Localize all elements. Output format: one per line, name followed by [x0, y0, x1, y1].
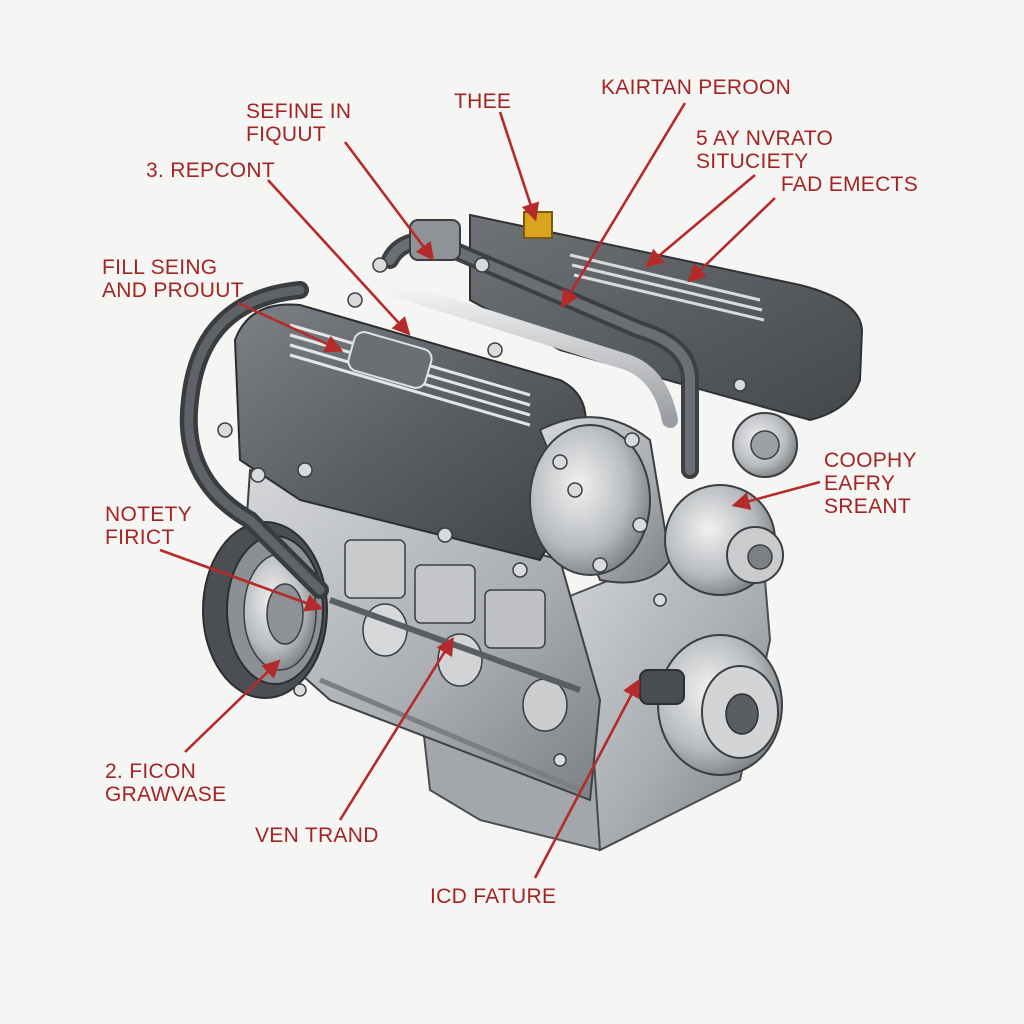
label-line: THEE	[454, 90, 512, 113]
label-fill-seing: FILL SEING AND PROUUT	[102, 256, 244, 302]
label-repcont: 3. REPCONT	[146, 159, 275, 182]
label-line: COOPHY	[824, 449, 917, 472]
label-line: 3. REPCONT	[146, 159, 276, 182]
label-line: SITUCIETY	[696, 150, 809, 173]
label-nvrato: 5 AY NVRATO SITUCIETY FAD EMECTS	[690, 127, 918, 196]
label-icd-fature: ICD FATURE	[430, 885, 556, 908]
label-ficon: 2. FICON GRAWVASE	[105, 760, 226, 806]
label-line: NOTETY	[105, 503, 192, 526]
label-line: EAFRY	[824, 472, 896, 495]
label-sefine-in: SEFINE IN FIQUUT	[246, 100, 351, 146]
label-ven-trand: VEN TRAND	[255, 824, 379, 847]
label-line: FIRICT	[105, 526, 175, 549]
label-line: SEFINE IN	[246, 100, 352, 123]
label-notety: NOTETY FIRICT	[105, 503, 192, 549]
label-line: FILL SEING	[102, 256, 218, 279]
label-thee: THEE	[454, 90, 511, 113]
label-line: GRAWVASE	[105, 783, 227, 806]
label-line: 5 AY NVRATO	[696, 127, 834, 150]
label-coophy: COOPHY EAFRY SREANT	[824, 449, 917, 518]
label-line: 2. FICON	[105, 760, 197, 783]
label-line: FIQUUT	[246, 123, 326, 146]
leader-arrow	[159, 102, 821, 879]
label-kairtan-peroon: KAIRTAN PEROON	[601, 76, 791, 99]
label-line: FAD EMECTS	[780, 173, 918, 196]
label-line: ICD FATURE	[430, 885, 557, 908]
label-line: KAIRTAN PEROON	[601, 76, 792, 99]
label-line: SREANT	[824, 495, 911, 518]
label-line: AND PROUUT	[102, 279, 244, 302]
label-line: VEN TRAND	[255, 824, 379, 847]
